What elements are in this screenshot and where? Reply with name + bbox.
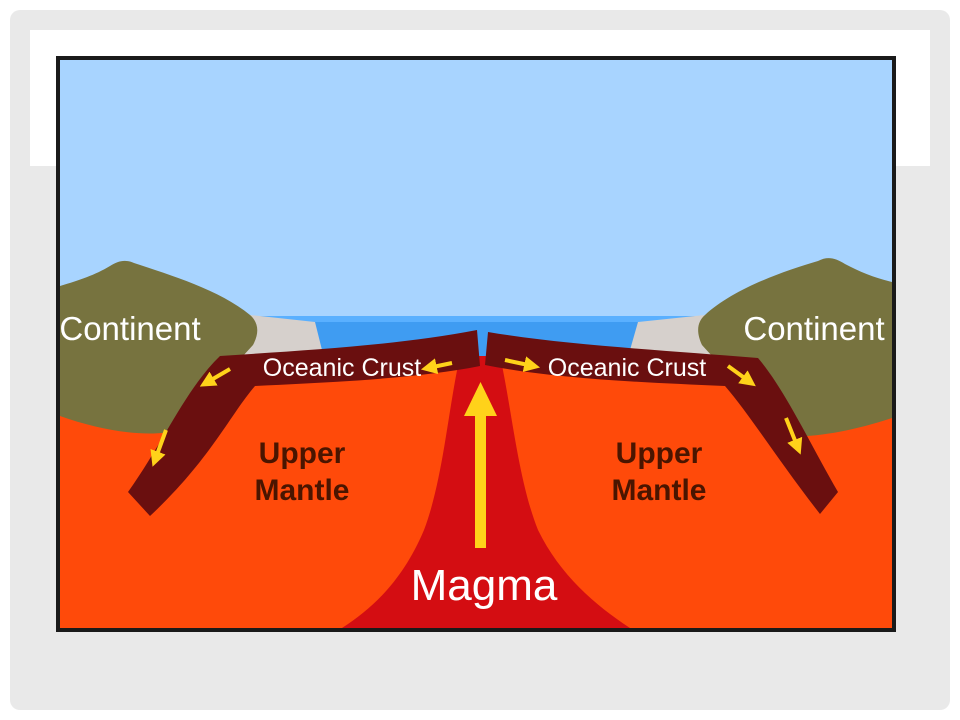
label-upper-mantle-right-line2: Mantle — [611, 474, 706, 507]
label-upper-mantle-right-line1: Upper — [616, 437, 703, 470]
label-oceanic-crust-right: Oceanic Crust — [548, 354, 706, 382]
label-upper-mantle-left-line1: Upper — [259, 437, 346, 470]
arrow-subduction-right — [784, 417, 803, 455]
sky — [60, 60, 892, 320]
label-continent-right: Continent — [743, 310, 884, 347]
arrow-crust-left-outer — [199, 367, 232, 387]
seafloor-spreading-diagram: Continent Continent Oceanic Crust Oceani… — [60, 60, 892, 628]
arrow-magma-shaft — [475, 412, 486, 548]
label-upper-mantle-left-line2: Mantle — [254, 474, 349, 507]
arrow-crust-right-outer — [726, 364, 756, 387]
label-continent-left: Continent — [60, 310, 201, 347]
arrow-crust-right-inner — [504, 356, 541, 372]
diagram-frame: Continent Continent Oceanic Crust Oceani… — [56, 56, 896, 632]
arrow-magma-head — [464, 382, 497, 416]
arrow-subduction-left — [150, 429, 168, 467]
label-magma: Magma — [411, 561, 558, 610]
ocean-water-light — [238, 316, 712, 322]
shelf-right — [630, 315, 712, 360]
label-oceanic-crust-left: Oceanic Crust — [263, 354, 421, 382]
shelf-left — [242, 315, 322, 360]
arrow-crust-left-inner — [420, 358, 453, 375]
